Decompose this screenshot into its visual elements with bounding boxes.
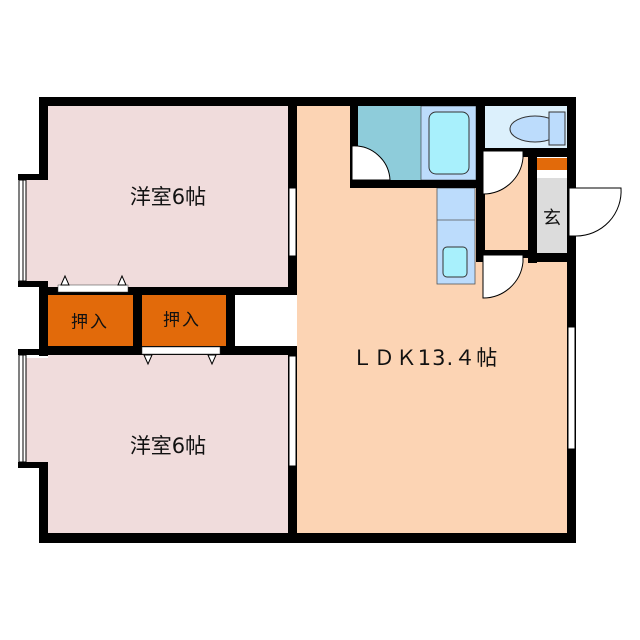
entrance-door — [568, 187, 622, 237]
toilet-door — [482, 150, 524, 195]
shoe-cabinet — [537, 158, 567, 170]
toilet-tank-icon — [548, 111, 566, 146]
sink-icon — [442, 246, 468, 278]
door-marker — [143, 354, 153, 366]
bedroom-bottom-label: 洋室6帖 — [129, 434, 207, 458]
entrance-label: 玄 — [543, 208, 561, 229]
ldk-door — [482, 254, 524, 299]
door-marker — [207, 354, 217, 366]
closet-left-door — [57, 284, 129, 293]
ldk-floor — [297, 106, 567, 533]
door-marker — [60, 274, 70, 286]
door-marker — [117, 274, 127, 286]
bedroom-bottom-floor — [48, 355, 289, 533]
closet-right-floor — [142, 294, 226, 346]
entrance-floor — [537, 178, 567, 253]
ldk-label: ＬＤＫ13.４帖 — [351, 346, 499, 370]
bath-door — [351, 145, 391, 181]
closet-right-door — [141, 346, 221, 355]
bedroom-top-label: 洋室6帖 — [129, 185, 207, 209]
closet-right-label: 押入 — [163, 310, 201, 331]
closet-left-label: 押入 — [71, 312, 109, 333]
closet-left-floor — [48, 294, 133, 346]
windows — [18, 179, 576, 467]
bedroom-top-floor — [48, 106, 289, 289]
bathtub-icon — [428, 111, 470, 175]
